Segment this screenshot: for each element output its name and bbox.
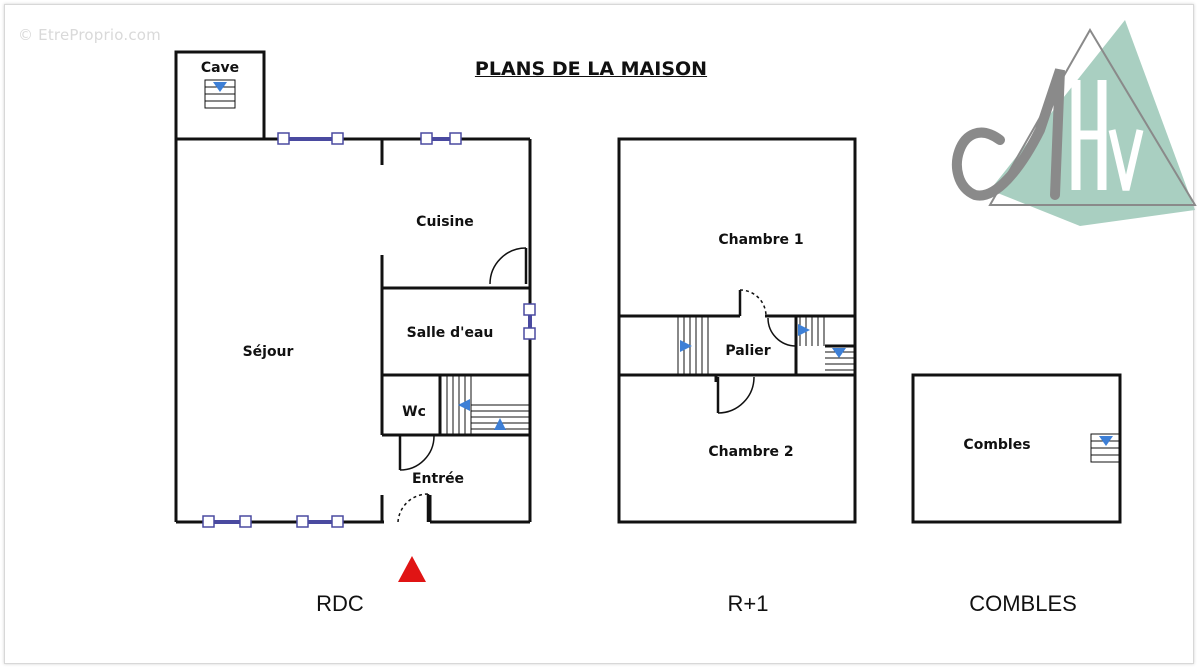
- plan-r1: [617, 137, 857, 524]
- level-label-rdc: RDC: [316, 591, 364, 616]
- stair-icon: [677, 316, 855, 375]
- room-label-combles: Combles: [963, 437, 1031, 453]
- level-label-combles: COMBLES: [969, 591, 1077, 616]
- logo-triangle-icon: [990, 20, 1195, 226]
- image-frame: [4, 4, 1194, 664]
- logo-letter-h-icon: [1071, 80, 1107, 190]
- agency-logo: [952, 20, 1197, 226]
- window-icon: [202, 132, 536, 528]
- plan-rdc: [174, 50, 532, 524]
- room-label-chambre1: Chambre 1: [718, 232, 804, 248]
- room-label-wc: Wc: [402, 404, 426, 420]
- entrance-arrow-icon: [398, 556, 426, 582]
- room-label-palier: Palier: [725, 343, 771, 359]
- stair-icon: [1090, 433, 1121, 463]
- room-label-entree: Entrée: [411, 471, 465, 487]
- room-label-sejour: Séjour: [242, 344, 294, 360]
- door-icon: [716, 289, 797, 414]
- room-label-salle-eau: Salle d'eau: [406, 325, 494, 341]
- room-label-cave: Cave: [200, 60, 240, 76]
- logo-letter-v-icon: [1108, 129, 1144, 191]
- room-label-chambre2: Chambre 2: [708, 444, 794, 460]
- watermark: © EtreProprio.com: [18, 26, 161, 44]
- level-label-r1: R+1: [727, 591, 769, 616]
- stair-icon: [204, 79, 530, 435]
- logo-letter-a-icon: [952, 68, 1065, 201]
- room-label-cuisine: Cuisine: [416, 214, 474, 230]
- door-icon: [397, 247, 528, 523]
- page-title: PLANS DE LA MAISON: [474, 58, 708, 80]
